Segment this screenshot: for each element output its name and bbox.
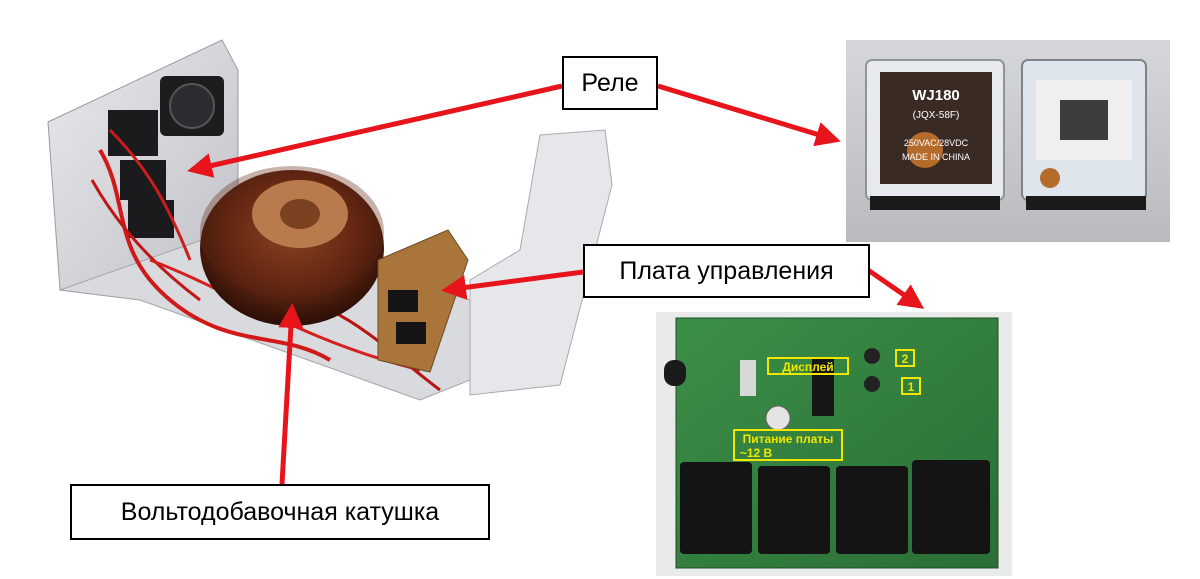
arrows bbox=[187, 83, 925, 485]
arrow-board-to-photo bbox=[866, 267, 925, 309]
board-marker-1: 1 bbox=[908, 380, 915, 394]
control-board-photo: Дисплей 2 1 Питание платы ~12 В bbox=[656, 312, 1012, 576]
arrow-relay-to-photo bbox=[657, 83, 841, 147]
relay-origin-text: MADE IN CHINA bbox=[902, 152, 970, 162]
label-booster-coil: Вольтодобавочная катушка bbox=[70, 484, 490, 540]
arrow-relay-to-stabilizer bbox=[187, 83, 563, 178]
relay-model-subtext: (JQX-58F) bbox=[913, 110, 960, 121]
arrow-board-to-stabilizer bbox=[441, 269, 584, 300]
board-marker-2: 2 bbox=[902, 352, 909, 366]
display-tag: Дисплей bbox=[782, 360, 833, 374]
label-control-board-text: Плата управления bbox=[619, 256, 834, 285]
relay-model-text: WJ180 bbox=[912, 87, 960, 104]
power-tag-line1: Питание платы bbox=[743, 432, 834, 446]
relay-rating-text: 250VAC/28VDC bbox=[904, 138, 969, 148]
stabilizer-photo bbox=[47, 39, 613, 401]
power-tag-line2: ~12 В bbox=[740, 446, 773, 460]
label-control-board: Плата управления bbox=[583, 244, 870, 298]
relay-photo: WJ180 (JQX-58F) 250VAC/28VDC MADE IN CHI… bbox=[846, 40, 1170, 242]
label-relay: Реле bbox=[562, 56, 658, 110]
label-booster-coil-text: Вольтодобавочная катушка bbox=[120, 497, 440, 526]
arrow-coil-to-stabilizer bbox=[278, 303, 304, 485]
label-relay-text: Реле bbox=[581, 68, 639, 97]
